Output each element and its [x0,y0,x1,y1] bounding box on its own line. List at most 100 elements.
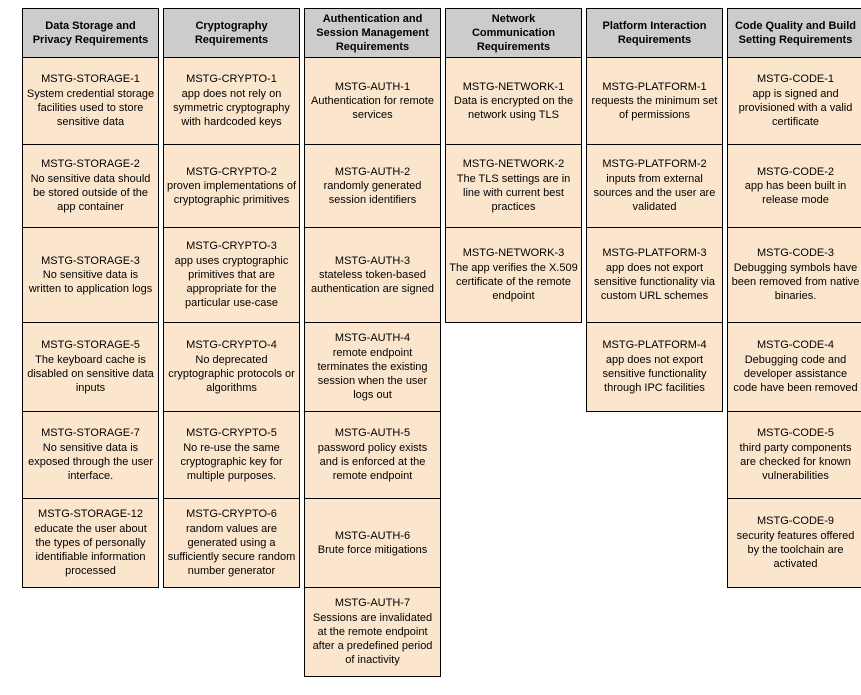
requirement-description: password policy exists and is enforced a… [317,441,428,483]
column-header: Platform Interaction Requirements [586,8,723,58]
column-header: Cryptography Requirements [163,8,300,58]
requirement-description: stateless token-based authentication are… [311,268,434,296]
requirement-description: educate the user about the types of pers… [34,522,147,578]
requirement-code: MSTG-CRYPTO-3 [186,240,277,253]
requirement-description: Debugging code and developer assistance … [733,353,858,395]
requirement-code: MSTG-AUTH-4 [334,332,411,345]
requirement-description: app uses cryptographic primitives that a… [174,254,289,310]
requirement-description: app does not export sensitive functional… [602,353,707,395]
requirement-code: MSTG-AUTH-7 [334,597,411,610]
requirement-code: MSTG-NETWORK-3 [462,247,565,260]
requirement-code: MSTG-CODE-5 [757,427,834,440]
requirement-code: MSTG-AUTH-6 [334,529,411,542]
requirement-code: MSTG-CRYPTO-5 [186,427,277,440]
requirement-description: random values are generated using a suff… [167,522,296,578]
requirement-description: No sensitive data is exposed through the… [28,441,153,483]
requirement-description: Brute force mitigations [317,544,428,556]
requirement-code: MSTG-STORAGE-5 [41,339,140,352]
requirement-description: The TLS settings are in line with curren… [456,172,571,214]
requirement-code: MSTG-STORAGE-2 [41,158,140,171]
requirement-code: MSTG-CODE-2 [757,165,834,178]
requirement-description: No sensitive data should be stored outsi… [30,172,151,214]
requirement-column-3: Authentication and Session Management Re… [304,8,441,677]
requirement-description: requests the minimum set of permissions [591,94,718,122]
requirement-code: MSTG-STORAGE-3 [41,254,140,267]
requirement-description: security features offered by the toolcha… [736,529,855,571]
column-header: Data Storage and Privacy Requirements [22,8,159,58]
requirement-description: Debugging symbols have been removed from… [731,261,860,303]
requirement-code: MSTG-CODE-4 [757,339,834,352]
requirement-code: MSTG-CRYPTO-4 [186,339,277,352]
requirement-code: MSTG-NETWORK-2 [462,158,565,171]
requirement-description: Sessions are invalidated at the remote e… [312,611,433,667]
requirement-code: MSTG-CODE-1 [757,73,834,86]
requirement-description: Authentication for remote services [311,94,434,122]
requirement-description: System credential storage facilities use… [26,87,155,129]
requirement-column-6: Code Quality and Build Setting Requireme… [727,8,861,588]
requirement-description: No deprecated cryptographic protocols or… [168,353,295,395]
requirement-description: app does not rely on symmetric cryptogra… [173,87,290,129]
requirement-code: MSTG-PLATFORM-1 [602,80,707,93]
requirement-description: inputs from external sources and the use… [593,172,716,214]
requirement-description: remote endpoint terminates the existing … [317,346,428,402]
requirement-description: app is signed and provisioned with a val… [738,87,853,129]
requirement-code: MSTG-STORAGE-1 [41,73,140,86]
requirement-code: MSTG-AUTH-1 [334,80,411,93]
requirement-code: MSTG-CRYPTO-1 [186,73,277,86]
requirement-description: No sensitive data is written to applicat… [28,268,153,296]
requirement-code: MSTG-STORAGE-7 [41,427,140,440]
requirement-code: MSTG-CODE-9 [757,515,834,528]
requirement-code: MSTG-NETWORK-1 [462,80,565,93]
requirement-description: app does not export sensitive functional… [593,261,716,303]
requirement-description: No re-use the same cryptographic key for… [180,441,283,483]
requirement-code: MSTG-CRYPTO-6 [186,508,277,521]
requirement-description: app has been built in release mode [744,179,847,207]
requirement-description: The app verifies the X.509 certificate o… [449,261,578,303]
requirement-description: proven implementations of cryptographic … [167,179,297,207]
requirement-code: MSTG-PLATFORM-4 [602,339,707,352]
requirement-code: MSTG-STORAGE-12 [38,508,143,521]
column-header: Network Communication Requirements [445,8,582,58]
requirement-code: MSTG-CRYPTO-2 [186,165,277,178]
requirement-code: MSTG-AUTH-2 [334,165,411,178]
requirement-description: third party components are checked for k… [739,441,852,483]
requirement-description: randomly generated session identifiers [323,179,422,207]
requirement-code: MSTG-AUTH-5 [334,427,411,440]
column-header: Code Quality and Build Setting Requireme… [727,8,861,58]
requirement-code: MSTG-PLATFORM-3 [602,247,707,260]
requirement-description: Data is encrypted on the network using T… [453,94,574,122]
